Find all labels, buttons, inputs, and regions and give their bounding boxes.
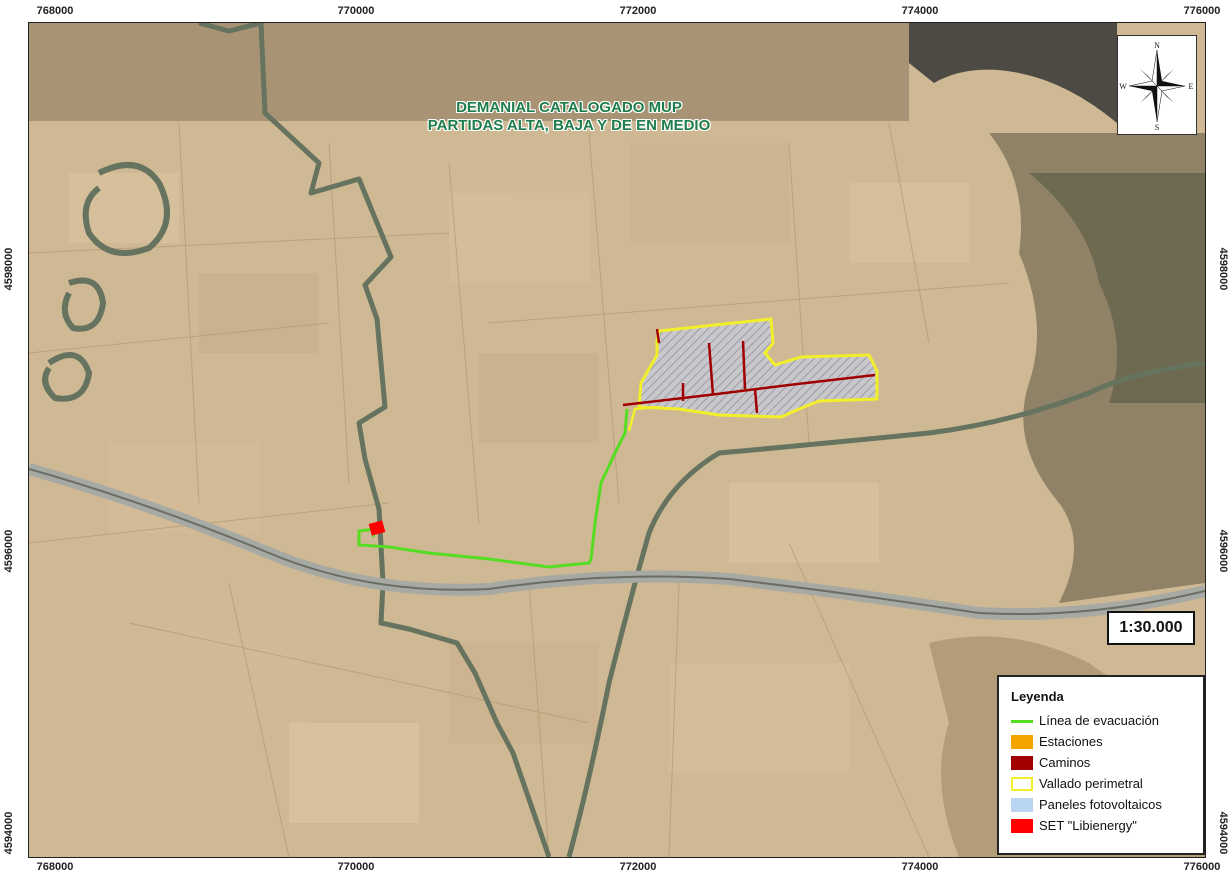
fence-swatch: [1011, 776, 1033, 791]
evacuation-line: [357, 408, 629, 569]
y-tick-right-4596000: 4596000: [1217, 529, 1229, 573]
legend-label: SET "Libienergy": [1039, 818, 1137, 833]
stations-swatch: [1011, 734, 1033, 749]
y-tick-left-4598000: 4598000: [3, 247, 15, 291]
legend-label: Estaciones: [1039, 734, 1103, 749]
y-tick-right-4594000: 4594000: [1217, 811, 1229, 855]
river-meanders: [42, 162, 170, 402]
legend-item-set: SET "Libienergy": [999, 815, 1203, 836]
x-tick-top-770000: 770000: [337, 5, 375, 17]
x-tick-bottom-772000: 772000: [619, 861, 657, 873]
x-tick-bottom-770000: 770000: [337, 861, 375, 873]
y-tick-left-4594000: 4594000: [3, 811, 15, 855]
map-title: DEMANIAL CATALOGADO MUP PARTIDAS ALTA, B…: [319, 99, 819, 135]
photovoltaic-panels: [637, 317, 879, 419]
compass-w: W: [1119, 82, 1127, 91]
compass-s: S: [1155, 123, 1159, 132]
x-tick-bottom-768000: 768000: [36, 861, 74, 873]
x-tick-top-776000: 776000: [1183, 5, 1221, 17]
legend-item-panels: Paneles fotovoltaicos: [999, 794, 1203, 815]
set-swatch: [1011, 818, 1033, 833]
legend: Leyenda Línea de evacuación Estaciones C…: [997, 675, 1205, 855]
legend-title: Leyenda: [1011, 689, 1064, 704]
title-line-2: PARTIDAS ALTA, BAJA Y DE EN MEDIO: [427, 117, 711, 134]
x-tick-top-768000: 768000: [36, 5, 74, 17]
x-tick-top-774000: 774000: [901, 5, 939, 17]
compass-n: N: [1154, 41, 1160, 50]
legend-item-fence: Vallado perimetral: [999, 773, 1203, 794]
dark-hill: [909, 23, 1117, 123]
legend-label: Vallado perimetral: [1039, 776, 1143, 791]
solar-plant: [622, 317, 879, 432]
internal-roads: [622, 328, 876, 414]
evacuation-line-swatch: [1011, 719, 1033, 723]
top-terrain-strip: [29, 23, 909, 121]
y-tick-right-4598000: 4598000: [1217, 247, 1229, 291]
north-arrow: N S W E: [1117, 35, 1197, 135]
y-tick-left-4596000: 4596000: [3, 529, 15, 573]
legend-item-roads: Caminos: [999, 752, 1203, 773]
title-line-1: DEMANIAL CATALOGADO MUP: [456, 99, 682, 116]
legend-label: Caminos: [1039, 755, 1091, 770]
compass-rose-icon: N S W E: [1119, 41, 1194, 132]
municipal-boundaries: [198, 23, 1205, 857]
x-tick-top-772000: 772000: [619, 5, 657, 17]
scale-label: 1:30.000: [1107, 611, 1195, 645]
forest-right: [1029, 173, 1205, 403]
x-tick-bottom-774000: 774000: [901, 861, 939, 873]
panels-swatch: [1011, 797, 1033, 812]
fence-extension: [627, 405, 660, 432]
roads-swatch: [1011, 755, 1033, 770]
legend-item-evacuation-line: Línea de evacuación: [999, 710, 1203, 731]
legend-item-stations: Estaciones: [999, 731, 1203, 752]
motorway: [29, 463, 1205, 621]
compass-e: E: [1189, 82, 1194, 91]
x-tick-bottom-776000: 776000: [1183, 861, 1221, 873]
set-substation: [368, 520, 386, 536]
legend-label: Paneles fotovoltaicos: [1039, 797, 1162, 812]
legend-label: Línea de evacuación: [1039, 713, 1159, 728]
map-frame[interactable]: DEMANIAL CATALOGADO MUP PARTIDAS ALTA, B…: [28, 22, 1206, 858]
